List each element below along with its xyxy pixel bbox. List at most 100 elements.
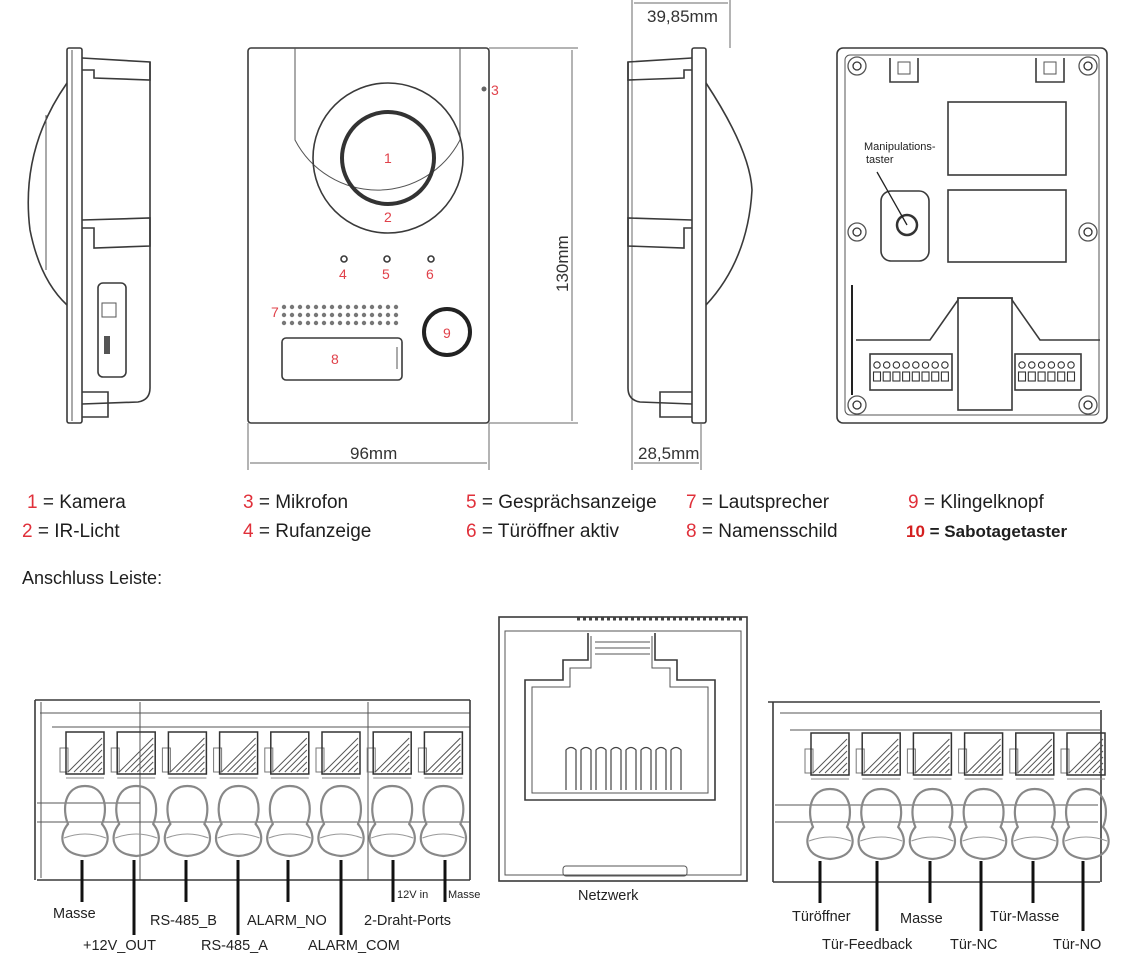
clamp-inner bbox=[166, 833, 209, 839]
screw-hatch bbox=[863, 738, 899, 774]
speaker-hole bbox=[337, 320, 343, 326]
screw-hatch bbox=[79, 749, 103, 773]
speaker-hole bbox=[353, 304, 359, 310]
terminal-tab bbox=[110, 747, 120, 773]
dim-width: 96mm bbox=[350, 444, 397, 463]
clamp-inner bbox=[115, 833, 158, 839]
speaker-hole bbox=[297, 304, 303, 310]
label-tuer-feedback: Tür-Feedback bbox=[822, 937, 913, 953]
speaker-hole bbox=[321, 304, 327, 310]
callout-3: 3 bbox=[491, 82, 499, 98]
mini-clamp bbox=[921, 371, 930, 382]
screw-hatch bbox=[921, 744, 950, 774]
screw-hatch bbox=[392, 755, 410, 773]
callout-1: 1 bbox=[384, 150, 392, 166]
rear-label-area-bottom bbox=[947, 189, 1067, 263]
terminal-screw bbox=[167, 731, 208, 775]
clamp-inner bbox=[860, 836, 903, 842]
label-masse: Masse bbox=[53, 906, 96, 922]
terminal-tab bbox=[1060, 748, 1070, 774]
mini-clamp bbox=[1047, 371, 1056, 382]
dim-height: 130mm bbox=[553, 235, 572, 292]
terminal-tab bbox=[906, 748, 916, 774]
mini-clamp bbox=[931, 371, 940, 382]
terminal-block-left bbox=[34, 699, 471, 935]
terminal-block-right bbox=[768, 701, 1110, 931]
mini-screw bbox=[1057, 361, 1065, 369]
screw-hatch bbox=[881, 756, 899, 774]
screw-boss bbox=[847, 222, 867, 242]
screw-hatch bbox=[915, 738, 950, 774]
terminal-labels-right: Türöffner Tür-Feedback Masse Tür-NC Tür-… bbox=[792, 909, 1101, 953]
screw-hatch bbox=[450, 761, 461, 773]
speaker-hole bbox=[329, 304, 335, 310]
label-12v-in: 12V in bbox=[397, 889, 428, 901]
screw-boss bbox=[847, 56, 867, 76]
terminal-clamp bbox=[112, 784, 160, 858]
speaker-hole bbox=[345, 312, 351, 318]
screw-hatch bbox=[335, 749, 359, 773]
terminal-clamp bbox=[214, 784, 263, 858]
terminal-clamp bbox=[1062, 787, 1110, 861]
screw-hatch bbox=[142, 761, 154, 773]
screw-boss bbox=[1078, 56, 1098, 76]
legend-item-2: 2 = IR-Licht bbox=[22, 521, 120, 542]
screw-hatch bbox=[1041, 762, 1053, 774]
screw-hatch bbox=[1068, 738, 1104, 774]
rj45-pin bbox=[610, 746, 622, 790]
terminal-screw bbox=[321, 731, 361, 775]
mini-screw bbox=[1047, 361, 1056, 369]
speaker-hole bbox=[329, 320, 335, 326]
speaker-hole bbox=[393, 312, 399, 318]
screw-hatch bbox=[374, 737, 410, 773]
speaker-hole bbox=[289, 312, 295, 318]
screw-hatch bbox=[1080, 750, 1104, 774]
terminal-screw bbox=[963, 732, 1004, 776]
mini-screw bbox=[873, 361, 881, 369]
screw-hatch bbox=[278, 743, 308, 773]
sd-card-slot bbox=[97, 282, 127, 378]
screw-hatch bbox=[130, 749, 154, 773]
speaker-hole bbox=[313, 304, 319, 310]
clamp-inner bbox=[962, 836, 1005, 842]
terminal-clamp bbox=[61, 784, 109, 858]
terminal-clamp bbox=[419, 784, 468, 858]
screw-hatch bbox=[239, 755, 256, 773]
mini-screw bbox=[1067, 361, 1075, 369]
screw-hatch bbox=[836, 762, 848, 774]
callout-8: 8 bbox=[331, 351, 339, 367]
legend-item-8: 8 = Namensschild bbox=[686, 521, 838, 542]
label-alarm-com: ALARM_COM bbox=[308, 938, 400, 954]
screw-hole bbox=[1083, 400, 1093, 410]
terminal-clamp bbox=[908, 787, 957, 861]
speaker-hole bbox=[313, 320, 319, 326]
rear-label-area-top bbox=[947, 101, 1067, 176]
speaker-hole bbox=[305, 320, 311, 326]
name-plate bbox=[281, 337, 403, 381]
screw-hatch bbox=[426, 737, 461, 773]
screw-hole bbox=[852, 227, 862, 237]
screw-hatch bbox=[818, 744, 848, 774]
tamper-label-2: taster bbox=[866, 154, 894, 166]
rj45-pin bbox=[580, 746, 592, 790]
dim-depth-body: 28,5mm bbox=[638, 444, 699, 463]
terminal-screw bbox=[65, 731, 105, 775]
screw-hatch bbox=[990, 762, 1001, 774]
screw-hole bbox=[852, 400, 862, 410]
screw-hatch bbox=[227, 743, 256, 773]
speaker-hole bbox=[361, 312, 367, 318]
mini-screw bbox=[912, 361, 920, 369]
label-rs485-a: RS-485_A bbox=[201, 938, 268, 954]
screw-hatch bbox=[893, 768, 899, 774]
legend-item-6: 6 = Türöffner aktiv bbox=[466, 521, 619, 542]
speaker-hole bbox=[361, 304, 367, 310]
terminal-tab bbox=[804, 748, 814, 774]
screw-hatch bbox=[842, 768, 848, 774]
speaker-hole bbox=[297, 320, 303, 326]
network-label: Netzwerk bbox=[578, 888, 639, 904]
screw-hole bbox=[852, 61, 862, 71]
screw-hatch bbox=[296, 761, 308, 773]
screw-hatch bbox=[272, 737, 308, 773]
screw-hatch bbox=[972, 744, 1001, 774]
mini-screw bbox=[1018, 361, 1026, 369]
